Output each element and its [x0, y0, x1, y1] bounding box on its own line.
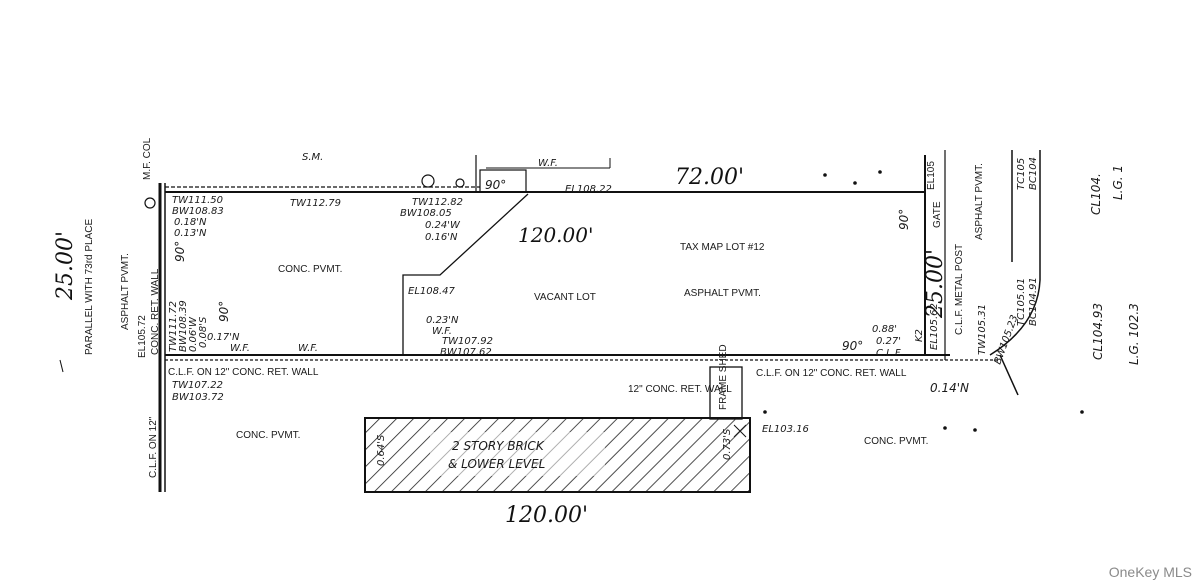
left-clf: C.L.F. ON 12": [148, 416, 159, 478]
interior-bw4: BW107.62: [440, 347, 492, 358]
right-bw: BW105.23: [992, 314, 1020, 366]
left-dim-tick: [59, 359, 64, 373]
right-n7: 0.27': [876, 336, 901, 347]
interior-ll3: 0.08'S: [198, 316, 209, 348]
bottom-frame-shed: FRAME SHED: [718, 344, 729, 410]
right-n8: 0.14'N: [930, 381, 969, 395]
interior-taxmap: TAX MAP LOT #12: [680, 242, 765, 253]
dot: [973, 428, 977, 432]
bottom-bw: BW103.72: [172, 392, 224, 403]
corner-angle-bl: 90°: [217, 301, 231, 322]
top-n3: 0.16'N: [425, 232, 458, 243]
corner-angle-tl: 90°: [173, 241, 187, 262]
bottom-clf-wall2: C.L.F. ON 12" CONC. RET. WALL: [756, 368, 907, 379]
interior-ll4: 0.06'W: [188, 316, 199, 352]
left-el: EL105.72: [137, 315, 148, 358]
tree-icon: [421, 174, 435, 188]
right-cl2: CL104.93: [1091, 303, 1105, 360]
dot: [853, 181, 857, 185]
bottom-conc-l: CONC. PVMT.: [236, 430, 300, 441]
right-el-top: EL105: [926, 161, 937, 190]
house-line2: & LOWER LEVEL: [448, 457, 545, 471]
interior-wf2: W.F.: [432, 326, 452, 337]
interior-n5: 0.17'N: [207, 332, 240, 343]
top-tw2: TW112.79: [290, 198, 341, 209]
right-tc: TC105.01: [1016, 278, 1027, 326]
right-lg2: L.G. 102.3: [1127, 303, 1141, 365]
house-label-bg: [430, 432, 605, 476]
tree-icon: [455, 178, 465, 188]
house-line1: 2 STORY BRICK: [452, 439, 545, 453]
right-lg1: L.G. 1: [1111, 165, 1125, 200]
top-n2: 0.13'N: [174, 228, 207, 239]
left-street-caption: PARALLEL WITH 73rd PLACE: [84, 219, 95, 355]
interior-conc: CONC. PVMT.: [278, 264, 342, 275]
left-mc: M.F. COL: [142, 137, 153, 180]
dot: [823, 173, 827, 177]
front-dimension: 72.00': [675, 165, 744, 190]
left-dimension: 25.00': [53, 231, 78, 301]
interior-ll2: BW108.39: [178, 300, 189, 352]
right-asphalt: ASPHALT PVMT.: [974, 163, 985, 240]
bottom-el: EL103.16: [762, 424, 809, 435]
right-tw: TW105.31: [977, 304, 988, 355]
interior-wf3: W.F.: [230, 343, 250, 354]
tree-icon: [144, 197, 156, 209]
top-el: EL108.22: [565, 184, 612, 195]
interior-vacant: VACANT LOT: [534, 292, 596, 303]
bottom-conc-r: CONC. PVMT.: [864, 436, 928, 447]
right-cl1: CL104.: [1089, 173, 1103, 215]
corner-angle-tr: 90°: [897, 209, 911, 230]
diagonal-dimension: 120.00': [518, 223, 593, 247]
right-bc2: BC104: [1028, 157, 1039, 190]
interior-wf4: W.F.: [298, 343, 318, 354]
top-sm: S.M.: [302, 152, 323, 163]
top-bw3: BW108.05: [400, 208, 452, 219]
house-offset-right: 0.73'S: [722, 428, 733, 460]
right-curb-curve: [989, 279, 1041, 356]
right-k: K2: [914, 329, 925, 342]
dot: [1080, 410, 1084, 414]
bottom-dimension: 120.00': [505, 503, 588, 528]
right-diag-tick: [999, 354, 1019, 396]
bottom-tw: TW107.22: [172, 380, 223, 391]
interior-el1: EL108.47: [408, 286, 456, 297]
top-n1: 0.18'N: [174, 217, 207, 228]
interior-asphalt: ASPHALT PVMT.: [684, 288, 761, 299]
left-asphalt: ASPHALT PVMT.: [120, 253, 131, 330]
top-tw1: TW111.50: [172, 195, 223, 206]
dot: [943, 426, 947, 430]
interior-ll1: TW111.72: [168, 301, 179, 352]
dot: [763, 410, 767, 414]
top-box: [479, 169, 527, 193]
corner-angle-br: 90°: [842, 339, 863, 353]
top-tw3: TW112.82: [412, 197, 463, 208]
right-el2: EL105.62: [929, 303, 940, 350]
house-offset-left: 0.64'S: [376, 434, 387, 466]
right-clf: C.L.F.: [876, 348, 903, 359]
top-w1: 0.24'W: [425, 220, 461, 231]
right-clf-post: C.L.F. METAL POST: [954, 244, 965, 335]
dot: [878, 170, 882, 174]
interior-tw4: TW107.92: [442, 336, 493, 347]
top-box-angle: 90°: [485, 178, 506, 192]
right-dimension: 25.00': [923, 249, 948, 319]
watermark: OneKey MLS: [1108, 564, 1192, 580]
right-tc2: TC105: [1016, 158, 1027, 190]
top-wf: W.F.: [538, 158, 558, 169]
left-wall: CONC. RET. WALL: [150, 268, 161, 355]
right-bc: BC104.91: [1028, 277, 1039, 326]
right-n6: 0.88': [872, 324, 897, 335]
interior-n4: 0.23'N: [426, 315, 459, 326]
bottom-clf-wall: C.L.F. ON 12" CONC. RET. WALL: [168, 367, 319, 378]
right-gate: GATE: [932, 201, 943, 228]
top-bw1: BW108.83: [172, 206, 224, 217]
bottom-ret-wall: 12" CONC. RET. WALL: [628, 384, 732, 395]
diagonal-divider: [402, 193, 529, 355]
